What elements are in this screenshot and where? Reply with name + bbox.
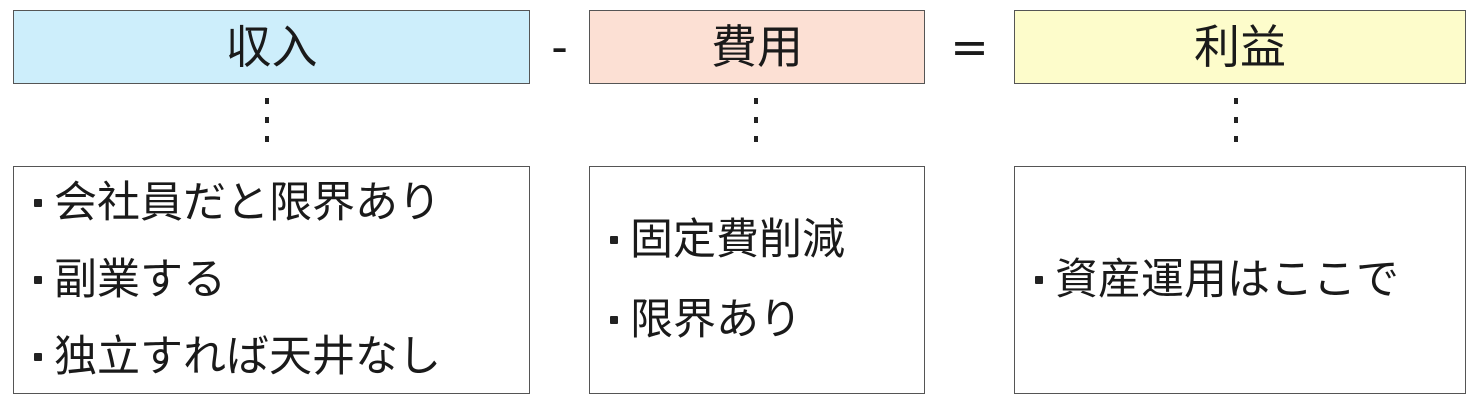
income-header: 収入 [13,10,530,84]
list-item-text: 資産運用はここで [1055,254,1399,305]
cost-header-label: 費用 [711,20,803,74]
bullet-icon [34,353,42,361]
list-item: 会社員だと限界あり [28,165,529,242]
equals-operator: = [950,20,989,74]
list-item: 固定費削減 [604,200,924,280]
minus-operator: - [551,20,568,74]
bullet-icon [34,199,42,207]
bullet-icon [610,316,618,324]
cost-list-box: 固定費削減 限界あり [589,166,925,394]
list-item: 独立すれば天井なし [28,319,529,396]
profit-list-box: 資産運用はここで [1014,166,1466,394]
profit-header-label: 利益 [1194,20,1286,74]
list-item-text: 固定費削減 [630,215,845,265]
bullet-icon [1035,276,1043,284]
list-item-text: 副業する [54,254,226,305]
list-item-text: 会社員だと限界あり [54,177,441,228]
income-header-label: 収入 [225,20,318,74]
list-item-text: 独立すれば天井なし [54,331,441,382]
cost-header: 費用 [589,10,925,84]
income-connector-dots [261,98,273,142]
list-item-text: 限界あり [630,295,802,345]
bullet-icon [610,236,618,244]
profit-header: 利益 [1014,10,1466,84]
cost-connector-dots [750,98,762,142]
list-item: 資産運用はここで [1029,242,1465,319]
bullet-icon [34,276,42,284]
income-list-box: 会社員だと限界あり 副業する 独立すれば天井なし [13,166,530,394]
profit-connector-dots [1230,98,1242,142]
list-item: 限界あり [604,280,924,360]
list-item: 副業する [28,242,529,319]
